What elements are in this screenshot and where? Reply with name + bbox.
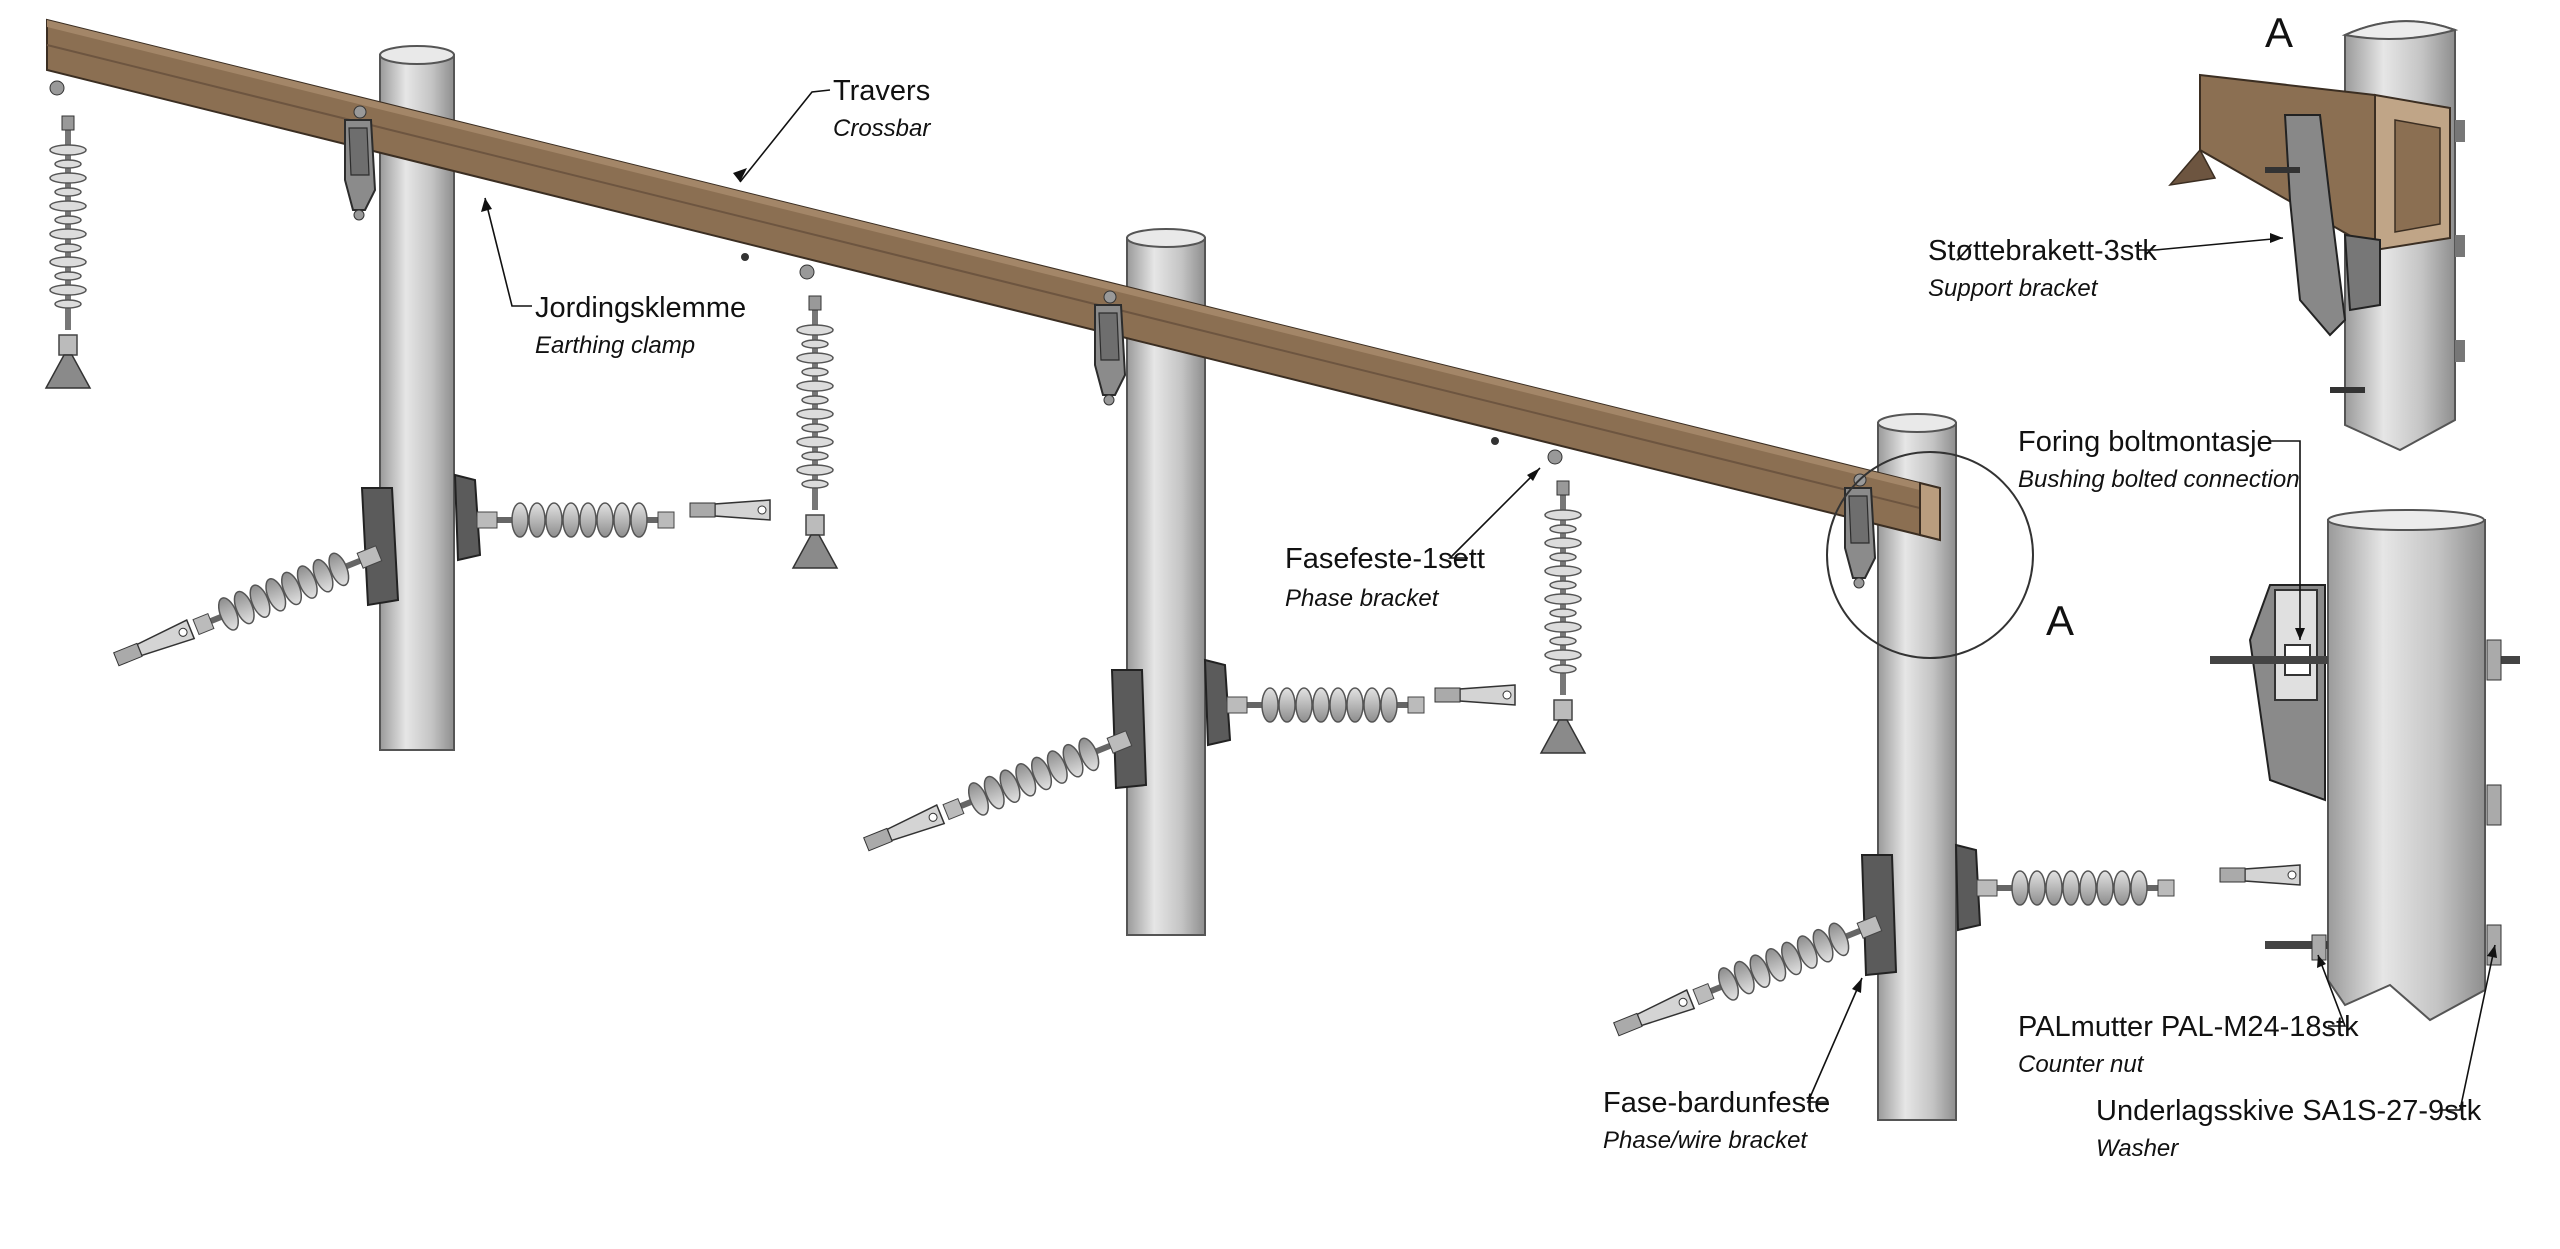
label-jordingsklemme-sub: Earthing clamp [535, 332, 695, 359]
phase-wire-bracket-middle [1110, 658, 1232, 790]
label-fasefeste-sub: Phase bracket [1285, 585, 1440, 612]
detail-a-marker-top: A [2265, 9, 2293, 56]
label-palmutter: PALmutter PAL-M24-18stk [2018, 1011, 2359, 1043]
label-fasefeste: Fasefeste-1sett [1285, 543, 1485, 575]
detail-a-circle [1826, 451, 2034, 659]
label-underlagsskive: Underlagsskive SA1S-27-9stk [2096, 1095, 2482, 1127]
label-jordingsklemme: Jordingsklemme [535, 292, 746, 324]
stay-insulator-left [111, 536, 386, 670]
stay-insulator-middle [861, 721, 1136, 855]
label-stottebrakett-sub: Support bracket [1928, 275, 2099, 302]
label-underlagsskive-sub: Washer [2096, 1135, 2179, 1162]
stay-insulator-right [1611, 906, 1886, 1040]
main-assembly [45, 18, 2301, 1121]
phase-wire-bracket-left [360, 473, 482, 607]
strain-insulator-right-right [1976, 870, 2175, 906]
support-bracket-left [344, 105, 376, 221]
label-stottebrakett: Støttebrakett-3stk [1928, 235, 2157, 267]
label-foring-sub: Bushing bolted connection [2018, 466, 2300, 493]
strain-insulator-left-right [476, 502, 675, 538]
label-travers-sub: Crossbar [833, 115, 931, 142]
phase-insulator-middle [792, 295, 838, 569]
support-bracket-middle [1094, 290, 1126, 406]
label-foring: Foring boltmontasje [2018, 426, 2273, 458]
leader-lines [484, 89, 2496, 1111]
label-fase-bardunfeste: Fase-bardunfeste [1603, 1087, 1830, 1119]
section-view [2210, 509, 2520, 1022]
label-palmutter-sub: Counter nut [2018, 1051, 2145, 1078]
label-fase-bardunfeste-sub: Phase/wire bracket [1603, 1127, 1808, 1154]
detail-a-marker-main: A [2046, 597, 2074, 644]
phase-insulator-left [45, 115, 91, 389]
label-travers: Travers [833, 75, 930, 107]
crossbar [46, 18, 1941, 542]
strain-insulator-middle-right [1226, 687, 1425, 723]
pole-left [379, 45, 455, 751]
phase-insulator-right [1540, 480, 1586, 754]
phase-wire-bracket-right [1860, 843, 1982, 977]
detail-a-view [2168, 20, 2465, 452]
pole-right [1877, 413, 1957, 1121]
